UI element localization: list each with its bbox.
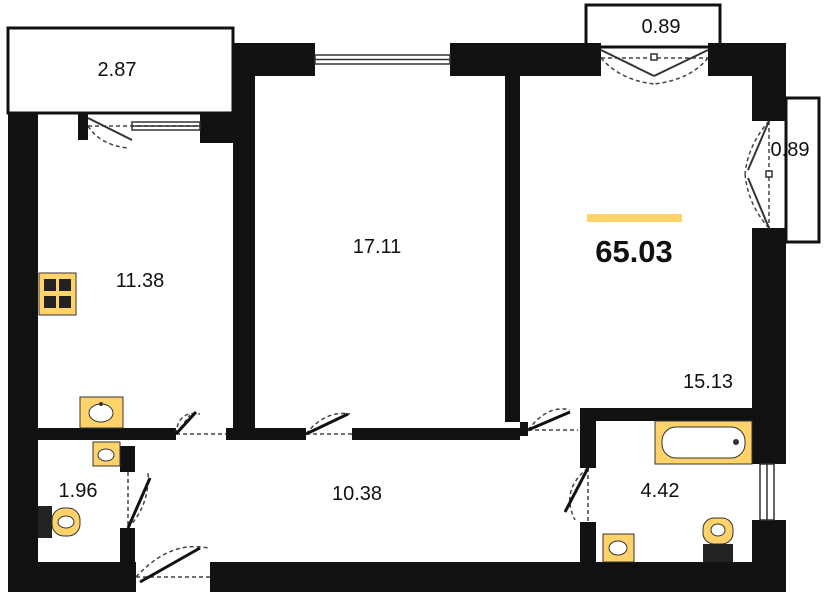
bedroom-area: 17.11 bbox=[353, 236, 402, 258]
toilet-icon bbox=[38, 506, 81, 538]
bedroom-door bbox=[305, 412, 352, 435]
balcony-top-right-area: 0.89 bbox=[642, 16, 681, 38]
windows bbox=[314, 54, 775, 521]
top-balcony-door bbox=[600, 57, 709, 85]
sink-icon bbox=[602, 533, 635, 563]
entry-door bbox=[135, 545, 210, 578]
total-area-accent-bar bbox=[587, 214, 682, 222]
toilet-area: 1.96 bbox=[59, 480, 98, 502]
hallway-area: 10.38 bbox=[332, 483, 382, 505]
balcony-top-right-outline bbox=[584, 3, 722, 49]
toilet-icon bbox=[702, 517, 734, 562]
total-area: 65.03 bbox=[595, 234, 673, 269]
bathtub-icon bbox=[654, 420, 753, 465]
kitchen-area: 11.38 bbox=[116, 270, 165, 292]
balcony-right-outline bbox=[784, 96, 821, 244]
living-room-area: 15.13 bbox=[683, 371, 733, 393]
bathroom-door bbox=[569, 467, 589, 522]
balcony-outlines bbox=[6, 3, 821, 244]
doors bbox=[87, 49, 773, 584]
sink-icon bbox=[79, 396, 124, 429]
living-room-door bbox=[527, 408, 578, 431]
bathroom-area: 4.42 bbox=[641, 480, 680, 502]
stove-icon bbox=[38, 272, 77, 316]
walls bbox=[8, 43, 786, 592]
balcony-right-area: 0.89 bbox=[771, 139, 810, 161]
balcony-left-area: 2.87 bbox=[98, 59, 137, 81]
sink-icon bbox=[92, 441, 121, 467]
right-balcony-door bbox=[744, 120, 770, 229]
toilet-door bbox=[127, 471, 149, 529]
